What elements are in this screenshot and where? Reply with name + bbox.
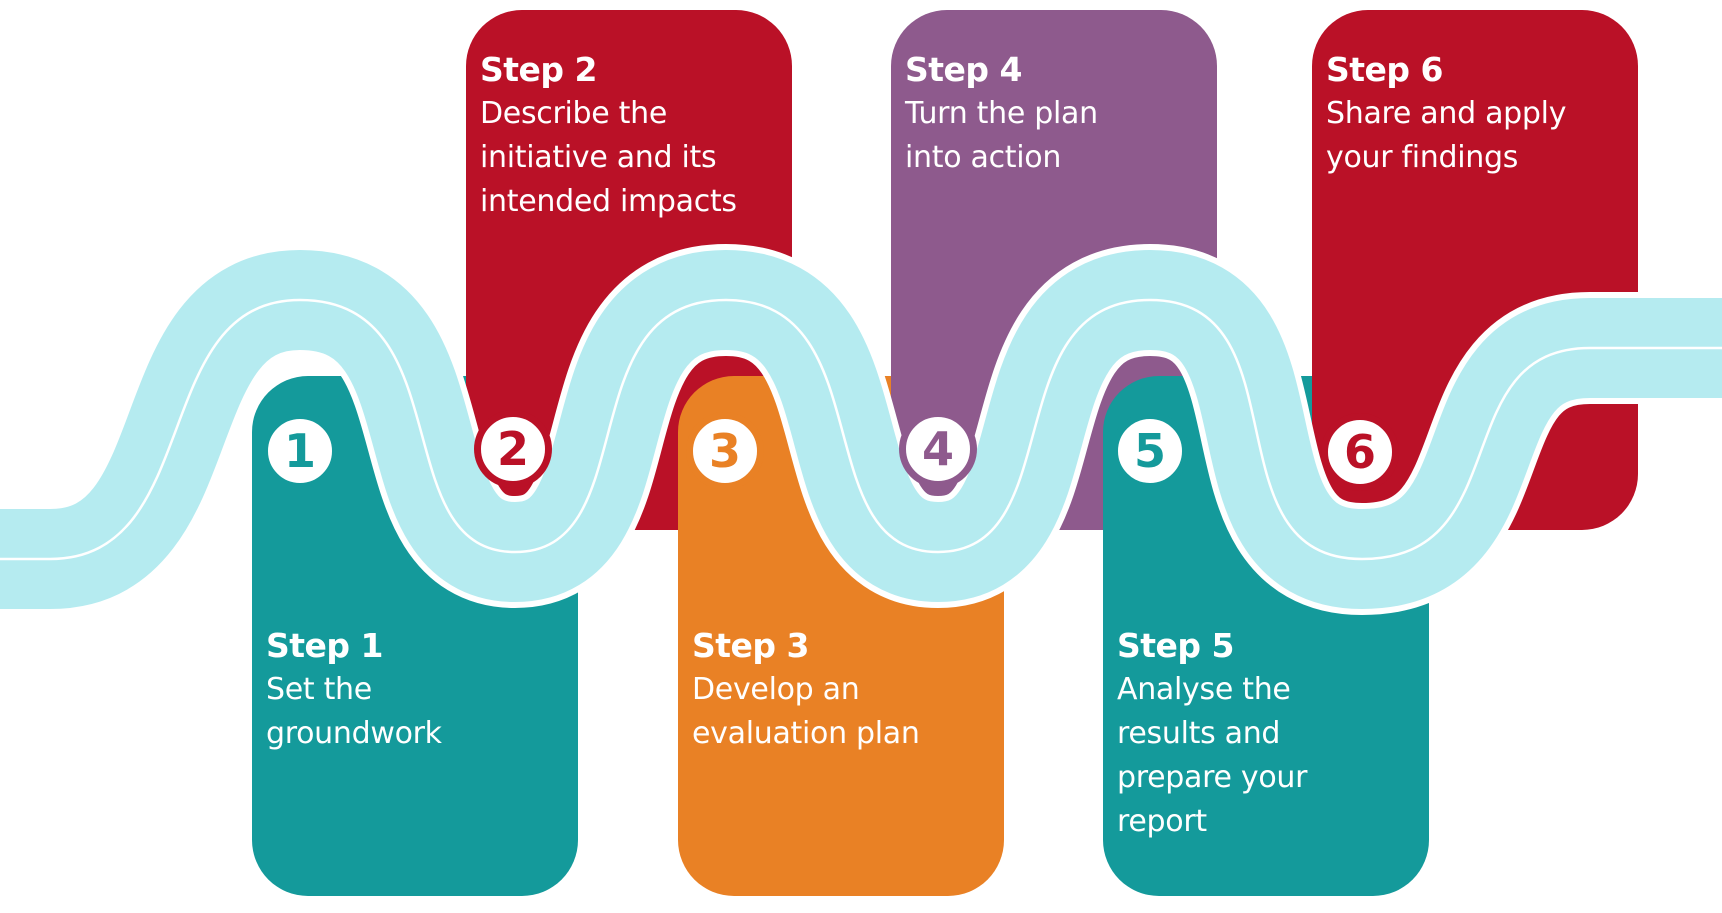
step-2-description: Describe the initiative and its intended… — [480, 96, 737, 219]
step-3-number-badge: 3 — [686, 412, 764, 490]
step-1-number: 1 — [283, 424, 316, 478]
step-5-number-badge: 5 — [1111, 412, 1189, 490]
step-6-description: Share and apply your findings — [1326, 96, 1567, 175]
step-1-text: Step 1 Set the groundwork — [266, 624, 576, 756]
step-4-text: Step 4 Turn the plan into action — [905, 48, 1215, 180]
step-2-title: Step 2 — [480, 50, 598, 89]
step-3-number: 3 — [708, 424, 741, 478]
step-3-title: Step 3 — [692, 626, 810, 665]
step-4-number: 4 — [921, 422, 954, 476]
step-6-text: Step 6 Share and apply your findings — [1326, 48, 1636, 180]
step-6-title: Step 6 — [1326, 50, 1444, 89]
step-5-number: 5 — [1133, 424, 1166, 478]
step-1-title: Step 1 — [266, 626, 384, 665]
step-1-number-badge: 1 — [261, 412, 339, 490]
step-2-text: Step 2 Describe the initiative and its i… — [480, 48, 790, 224]
step-1-description: Set the groundwork — [266, 672, 442, 751]
step-2-number-badge: 2 — [474, 410, 552, 488]
step-5-text: Step 5 Analyse the results and prepare y… — [1117, 624, 1427, 844]
step-6-number: 6 — [1343, 425, 1376, 479]
step-2-number: 2 — [496, 422, 529, 476]
step-6-number-badge: 6 — [1321, 413, 1399, 491]
step-4-description: Turn the plan into action — [905, 96, 1098, 175]
step-3-text: Step 3 Develop an evaluation plan — [692, 624, 1002, 756]
step-5-description: Analyse the results and prepare your rep… — [1117, 672, 1308, 839]
road-lane-line — [0, 298, 1722, 561]
step-5-title: Step 5 — [1117, 626, 1235, 665]
step-4-title: Step 4 — [905, 50, 1023, 89]
step-3-description: Develop an evaluation plan — [692, 672, 920, 751]
step-4-number-badge: 4 — [899, 410, 977, 488]
road-surface — [0, 250, 1722, 609]
